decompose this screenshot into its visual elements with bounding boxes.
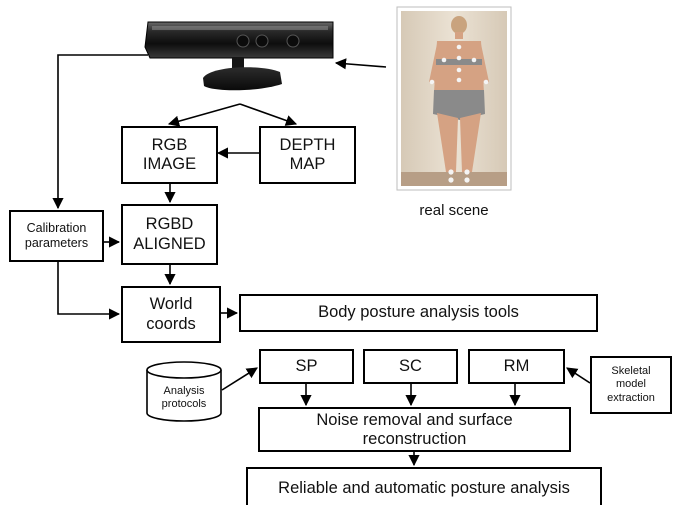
analysis-protocols-database-icon bbox=[146, 361, 222, 422]
arrow-skeletal-to-rm bbox=[566, 367, 591, 384]
calibration-parameters-node: Calibration parameters bbox=[9, 210, 104, 262]
rm-node: RM bbox=[468, 349, 565, 384]
arrow-scene-to-sensor bbox=[334, 58, 387, 70]
posture-analysis-tools-node: Body posture analysis tools bbox=[239, 294, 598, 332]
skeletal-model-extraction-node: Skeletal model extraction bbox=[590, 356, 672, 414]
kinect-sensor-icon bbox=[144, 21, 334, 91]
arrow-protocols-to-sp bbox=[221, 367, 258, 391]
rgbd-aligned-node: RGBD ALIGNED bbox=[121, 204, 218, 265]
depth-map-node: DEPTH MAP bbox=[259, 126, 356, 184]
noise-removal-node: Noise removal and surface reconstruction bbox=[258, 407, 571, 452]
reliable-analysis-clip: Reliable and automatic posture analysis bbox=[246, 467, 602, 505]
sc-node: SC bbox=[363, 349, 458, 384]
analysis-protocols-label: Analysis protocols bbox=[161, 385, 207, 411]
world-coords-node: World coords bbox=[121, 286, 221, 343]
sp-node: SP bbox=[259, 349, 354, 384]
reliable-posture-analysis-node: Reliable and automatic posture analysis bbox=[246, 467, 602, 505]
real-scene-photo bbox=[396, 6, 512, 191]
arrow-calibration-to-world bbox=[57, 262, 121, 320]
real-scene-caption: real scene bbox=[419, 202, 489, 219]
arrow-sensor-to-depth bbox=[239, 103, 298, 126]
rgb-image-node: RGB IMAGE bbox=[121, 126, 218, 184]
arrow-sensor-to-calibration bbox=[52, 54, 148, 210]
connectors bbox=[52, 54, 591, 467]
arrow-sensor-to-rgb bbox=[167, 103, 241, 127]
